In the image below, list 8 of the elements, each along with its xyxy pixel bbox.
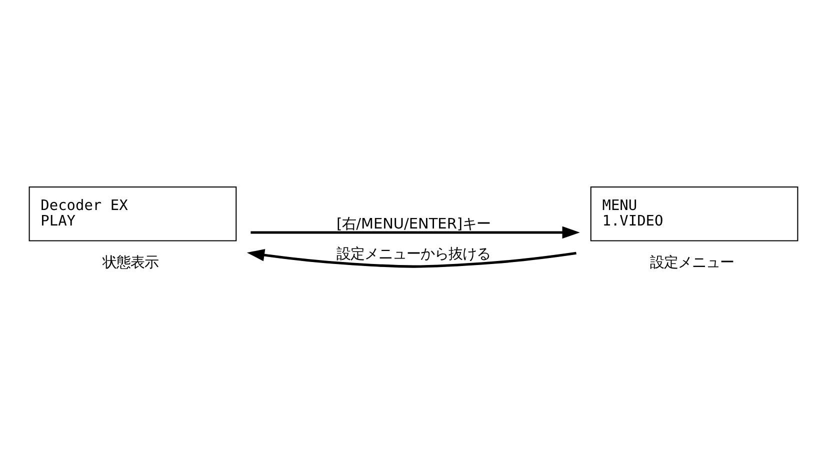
edge-label: [右/MENU/ENTER]キー <box>336 216 491 233</box>
edge-label: 設定メニューから抜ける <box>336 246 490 263</box>
arrow <box>246 248 576 268</box>
node-label: 状態表示 <box>102 254 159 271</box>
node-box: MENU 1.VIDEO <box>590 186 798 242</box>
arrow <box>250 226 580 239</box>
node-box: Decoder EX PLAY <box>28 186 237 242</box>
node-label: 設定メニュー <box>650 254 734 271</box>
